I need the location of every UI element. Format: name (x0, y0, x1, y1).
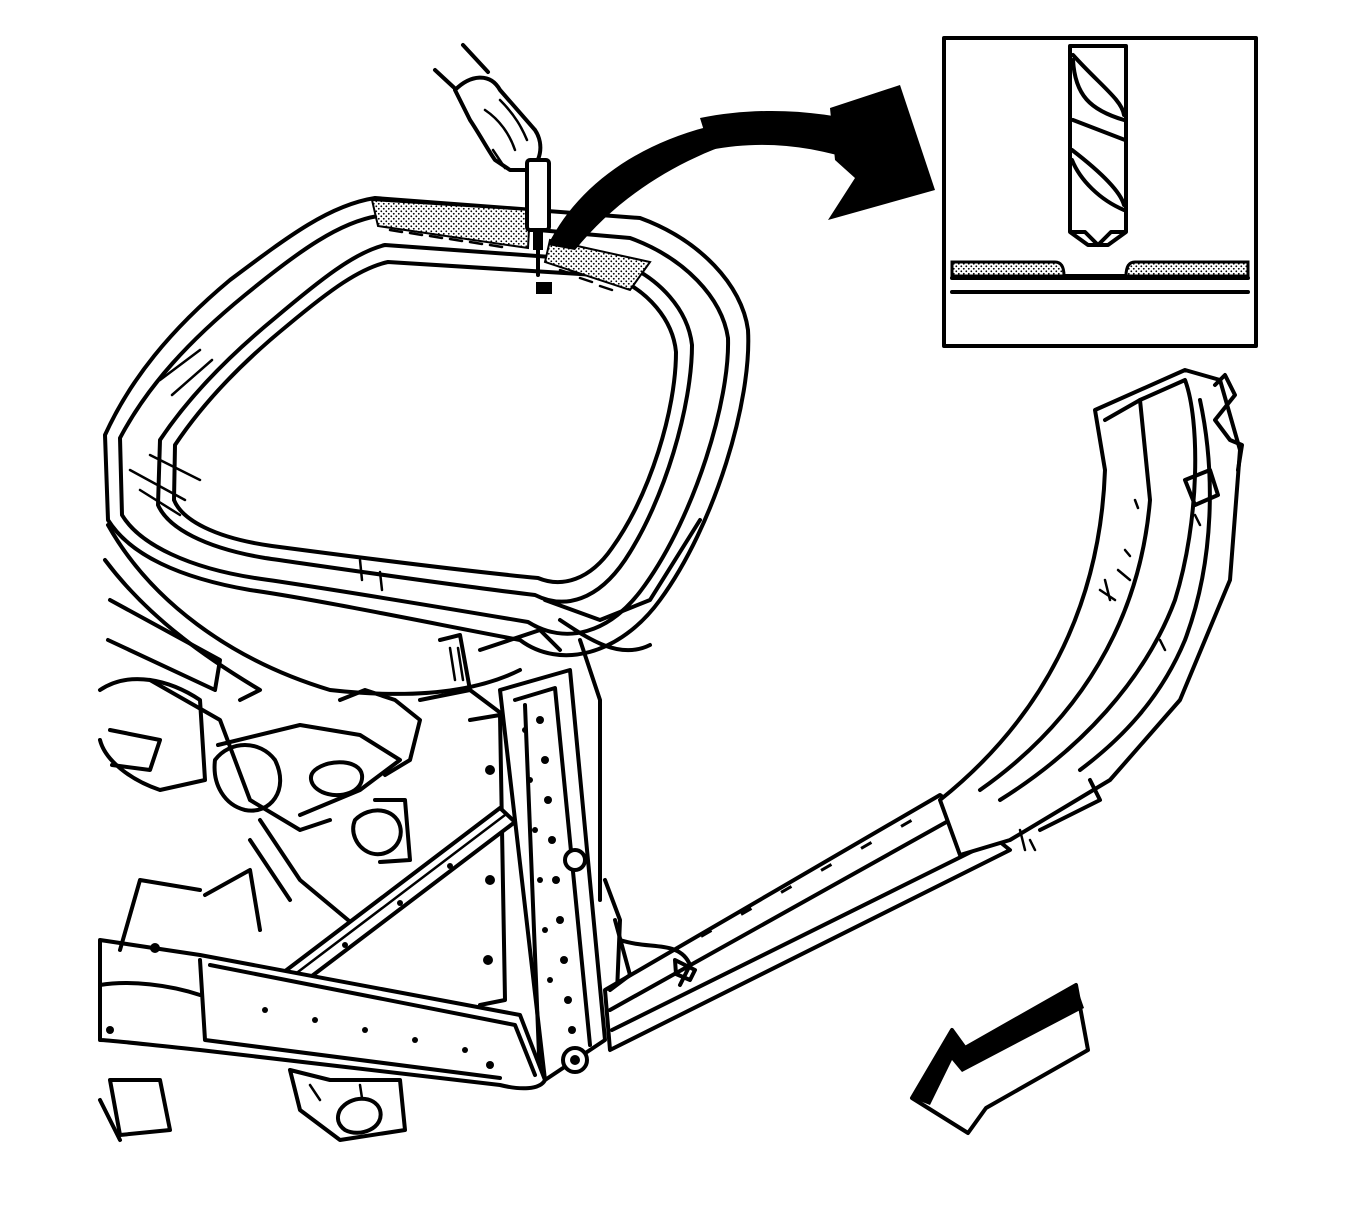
gloved-hand-icon (433, 43, 543, 172)
hinge-pillar (468, 638, 622, 1082)
detail-inset (942, 36, 1258, 348)
dash-panel (98, 518, 702, 932)
curved-arrow-icon (548, 85, 935, 250)
rocker-panel (603, 793, 1012, 1052)
center-pillar (938, 368, 1244, 857)
windshield-frame (103, 196, 751, 658)
lower-rail (98, 868, 547, 1142)
front-direction-arrow-icon (910, 983, 1090, 1135)
diagonal-brace (278, 806, 517, 987)
drill-bit-icon (1068, 44, 1128, 247)
drill-icon (525, 158, 551, 277)
